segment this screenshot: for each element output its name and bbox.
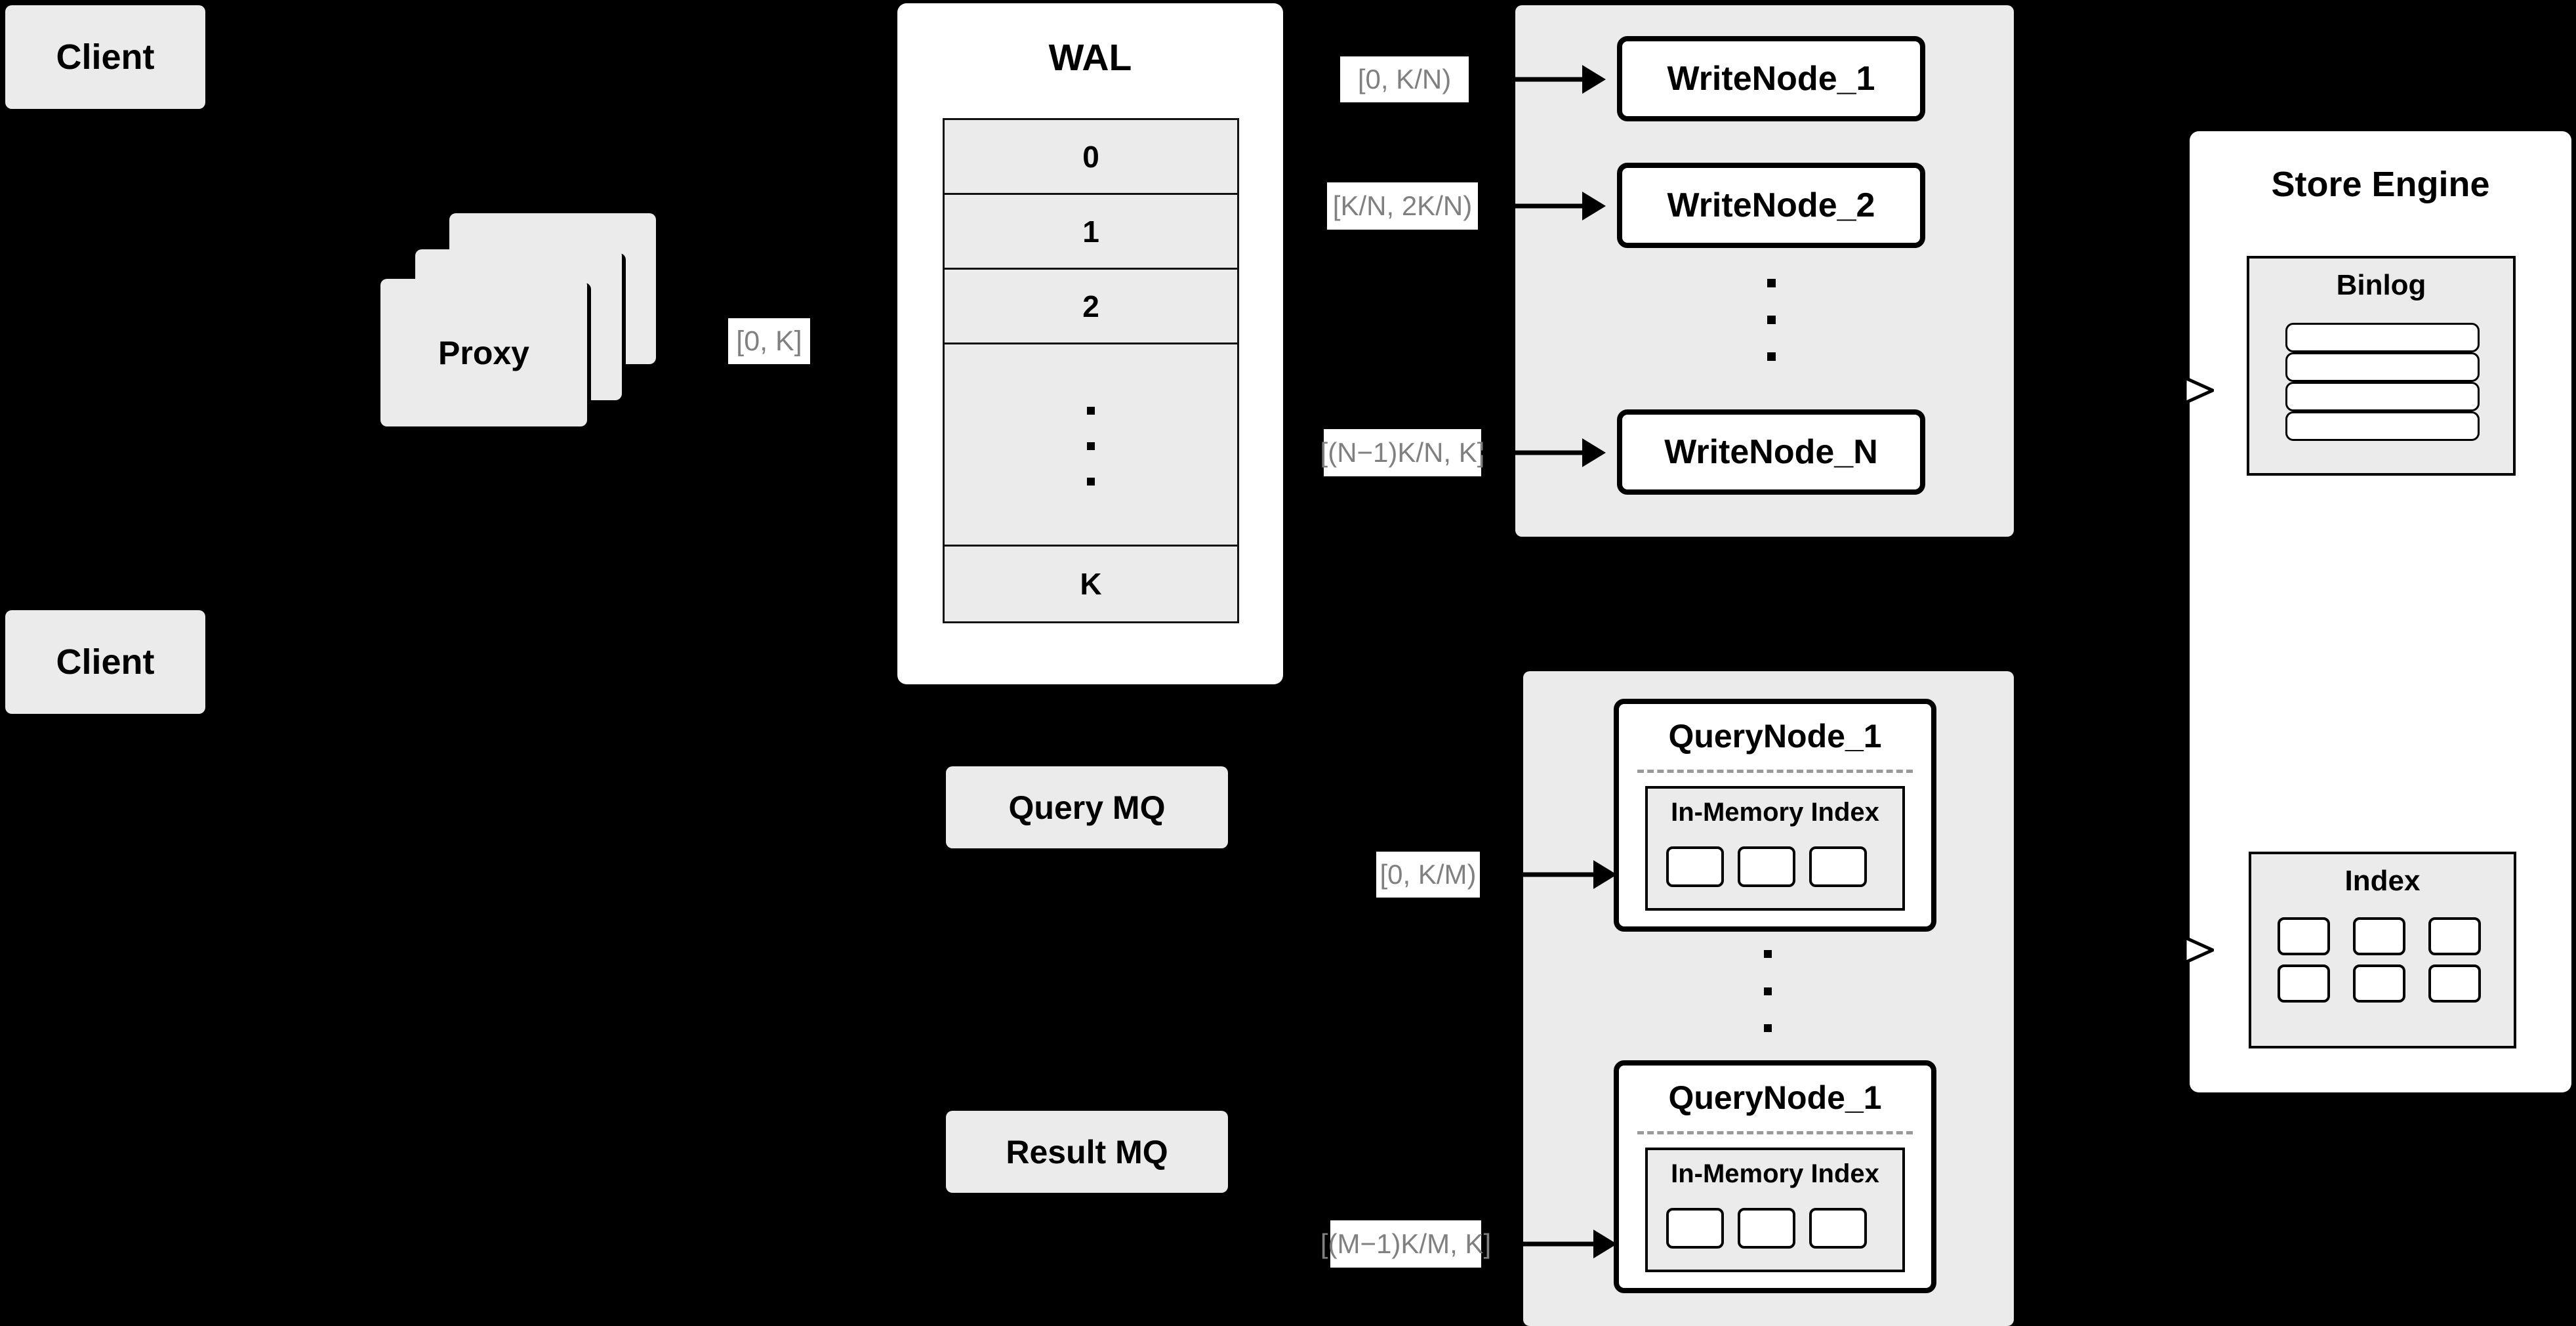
write-node-1[interactable]: WriteNode_1 (1617, 36, 1925, 121)
write-node-n-label: WriteNode_N (1664, 433, 1878, 471)
query-node-m[interactable]: QueryNode_1 In-Memory Index (1614, 1060, 1936, 1293)
binlog-title-text: Binlog (2336, 269, 2426, 301)
wal-table: 0 1 2 K (943, 118, 1239, 623)
index-chip-3[interactable] (2428, 917, 2481, 955)
binlog-bar-4[interactable] (2285, 411, 2480, 441)
edge-label-writenode-n-text: [(N−1)K/N, K] (1320, 437, 1485, 468)
edge-label-querynode-m-text: [(M−1)K/M, K] (1320, 1228, 1492, 1259)
query-node-1-index-chip-1[interactable] (1666, 846, 1724, 887)
client-label-2: Client (56, 642, 155, 682)
arrow-to-querynode-1 (1492, 859, 1617, 890)
wal-row-label-0: 0 (1082, 139, 1099, 174)
result-mq-label: Result MQ (1006, 1133, 1168, 1171)
wal-row-label-1: 1 (1082, 214, 1099, 249)
query-node-1-index-chip-2[interactable] (1738, 846, 1795, 887)
edge-label-proxy-to-wal-text: [0, K] (736, 325, 802, 357)
query-node-m-index-chip-1[interactable] (1666, 1208, 1724, 1249)
wal-ellipsis-dots (1087, 407, 1095, 486)
proxy-stack[interactable]: Proxy (380, 213, 656, 430)
edge-label-writenode-2-text: [K/N, 2K/N) (1332, 190, 1473, 221)
query-node-1-index-title: In-Memory Index (1648, 798, 1902, 827)
index-chip-2[interactable] (2353, 917, 2405, 955)
index-title-text: Index (2344, 865, 2421, 897)
proxy-box[interactable]: Proxy (380, 279, 587, 426)
edge-label-writenode-2: [K/N, 2K/N) (1327, 182, 1478, 230)
client-label-1: Client (56, 37, 155, 77)
index-panel: Index (2249, 852, 2516, 1048)
query-node-1-separator (1637, 770, 1913, 773)
edge-label-proxy-to-wal: [0, K] (728, 318, 810, 364)
edge-label-writenode-1: [0, K/N) (1340, 56, 1469, 102)
arrow-to-querynode-m (1492, 1228, 1617, 1260)
binlog-bar-3[interactable] (2285, 382, 2480, 411)
query-node-m-index-title-text: In-Memory Index (1671, 1159, 1879, 1188)
edge-label-writenode-1-text: [0, K/N) (1357, 64, 1452, 94)
edge-label-querynode-1-text: [0, K/M) (1380, 859, 1477, 890)
arrow-open-head-binlog (2184, 375, 2214, 405)
query-mq-label: Query MQ (1008, 789, 1166, 826)
wal-row-1[interactable]: 1 (945, 195, 1237, 270)
proxy-label: Proxy (438, 334, 529, 371)
query-node-m-separator (1637, 1131, 1913, 1134)
binlog-panel: Binlog (2247, 256, 2516, 476)
wal-row-label-2: 2 (1082, 289, 1099, 323)
query-node-1-index-title-text: In-Memory Index (1671, 798, 1879, 827)
index-chip-6[interactable] (2428, 964, 2481, 1003)
query-node-ellipsis (1763, 950, 1772, 1032)
client-box-2[interactable]: Client (5, 610, 205, 714)
arrow-to-binlog (2148, 374, 2214, 407)
query-node-m-index-panel: In-Memory Index (1645, 1148, 1905, 1272)
query-node-1-title-text: QueryNode_1 (1668, 718, 1882, 755)
wal-row-2[interactable]: 2 (945, 270, 1237, 345)
index-chip-1[interactable] (2278, 917, 2330, 955)
write-node-2[interactable]: WriteNode_2 (1617, 163, 1925, 248)
query-node-1-index-panel: In-Memory Index (1645, 786, 1905, 911)
result-mq-box[interactable]: Result MQ (946, 1111, 1228, 1193)
index-chip-5[interactable] (2353, 964, 2405, 1003)
query-node-m-title-text: QueryNode_1 (1668, 1079, 1882, 1116)
store-engine-title: Store Engine (2190, 164, 2571, 205)
arrow-to-index (2148, 934, 2214, 966)
arrow-to-writenode-n (1481, 437, 1606, 468)
binlog-bar-2[interactable] (2285, 352, 2480, 382)
query-node-1-title: QueryNode_1 (1619, 717, 1931, 755)
wal-title: WAL (897, 36, 1283, 79)
index-title: Index (2251, 865, 2514, 898)
binlog-bar-1[interactable] (2285, 323, 2480, 352)
arrow-to-writenode-1 (1481, 64, 1606, 95)
query-node-m-title: QueryNode_1 (1619, 1079, 1931, 1117)
edge-label-querynode-1: [0, K/M) (1376, 852, 1480, 898)
wal-row-ellipsis (945, 344, 1237, 547)
write-node-ellipsis (1766, 279, 1776, 361)
store-engine-title-text: Store Engine (2271, 165, 2490, 204)
arrow-to-writenode-2 (1481, 190, 1606, 222)
query-mq-box[interactable]: Query MQ (946, 766, 1228, 848)
edge-label-querynode-m: [(M−1)K/M, K] (1320, 1220, 1491, 1268)
query-node-m-index-chip-2[interactable] (1738, 1208, 1795, 1249)
client-box-1[interactable]: Client (5, 5, 205, 109)
edge-label-writenode-n: [(N−1)K/N, K] (1320, 429, 1484, 476)
write-node-1-label: WriteNode_1 (1667, 60, 1875, 98)
wal-row-k[interactable]: K (945, 546, 1237, 621)
query-node-1-index-chip-3[interactable] (1809, 846, 1867, 887)
wal-row-label-k: K (1080, 566, 1102, 601)
wal-title-text: WAL (1048, 37, 1132, 79)
query-node-m-index-title: In-Memory Index (1648, 1159, 1902, 1189)
write-node-2-label: WriteNode_2 (1667, 186, 1875, 224)
arrow-open-head-index (2184, 935, 2214, 965)
write-node-n[interactable]: WriteNode_N (1617, 409, 1925, 495)
binlog-title: Binlog (2249, 269, 2513, 302)
query-node-m-index-chip-3[interactable] (1809, 1208, 1867, 1249)
index-chip-4[interactable] (2278, 964, 2330, 1003)
query-node-1[interactable]: QueryNode_1 In-Memory Index (1614, 699, 1936, 932)
wal-row-0[interactable]: 0 (945, 120, 1237, 196)
